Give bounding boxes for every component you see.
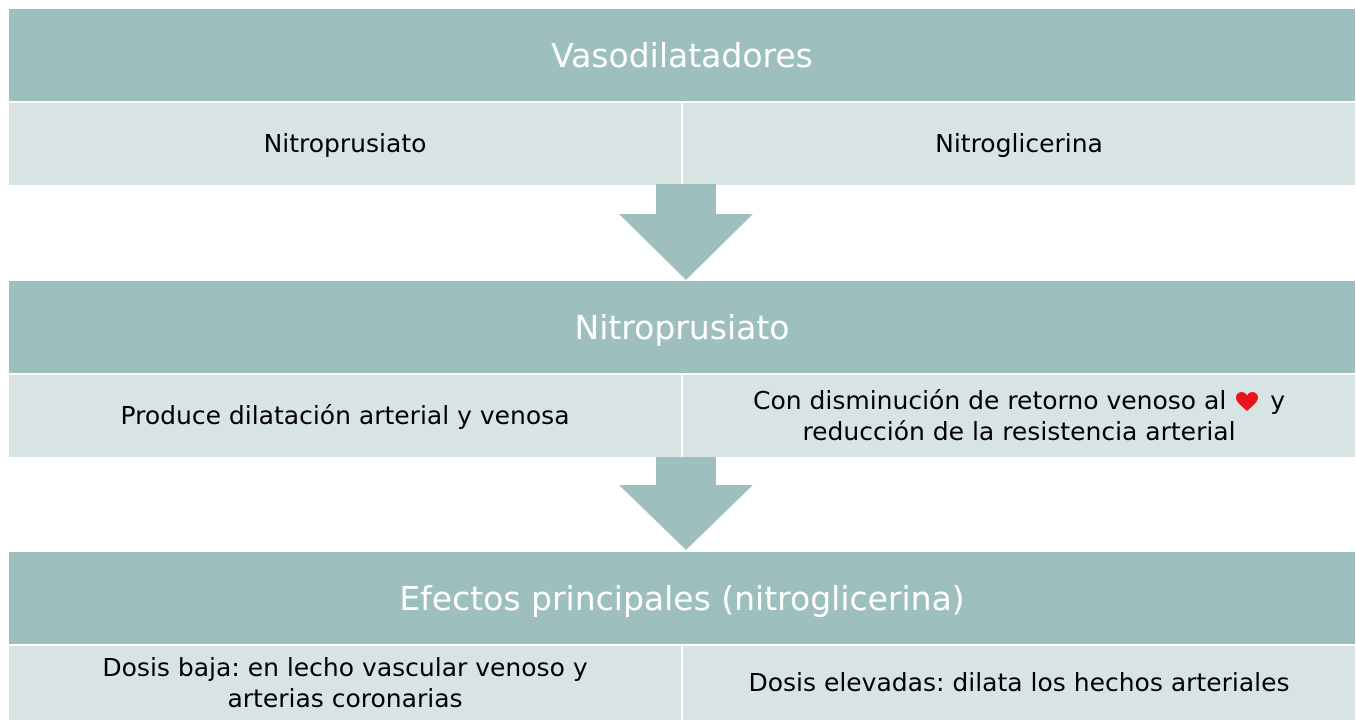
retorno-line-1: Con disminución de retorno venoso al y: [753, 385, 1285, 416]
row-efectos-details: Dosis baja: en lecho vascular venoso y a…: [8, 645, 1356, 721]
down-arrow-shape: [619, 184, 753, 280]
cell-dosis-elevadas: Dosis elevadas: dilata los hechos arteri…: [682, 645, 1356, 721]
cell-retorno-venoso: Con disminución de retorno venoso al y r…: [682, 374, 1356, 458]
dosis-baja-line-2: arterias coronarias: [227, 684, 463, 713]
cell-nitroglicerina: Nitroglicerina: [682, 102, 1356, 186]
cell-dosis-baja: Dosis baja: en lecho vascular venoso y a…: [8, 645, 682, 721]
header-nitroprusiato: Nitroprusiato: [8, 280, 1356, 374]
down-arrow-shape: [619, 457, 753, 550]
header-vasodilatadores: Vasodilatadores: [8, 8, 1356, 102]
heart-icon: [1236, 391, 1259, 411]
cell-nitroprusiato: Nitroprusiato: [8, 102, 682, 186]
cell-dilatacion: Produce dilatación arterial y venosa: [8, 374, 682, 458]
row-nitroprusiato-details: Produce dilatación arterial y venosa Con…: [8, 374, 1356, 458]
retorno-text-before: Con disminución de retorno venoso al: [752, 385, 1227, 415]
row-vasodilatadores-types: Nitroprusiato Nitroglicerina: [8, 102, 1356, 186]
down-arrow-2: [619, 457, 753, 550]
header-efectos-principales: Efectos principales (nitroglicerina): [8, 551, 1356, 645]
retorno-text-after: y: [1270, 385, 1286, 415]
dosis-baja-line-1: Dosis baja: en lecho vascular venoso y: [102, 652, 588, 682]
down-arrow-1: [619, 184, 753, 280]
retorno-line-2: reducción de la resistencia arterial: [802, 417, 1236, 446]
